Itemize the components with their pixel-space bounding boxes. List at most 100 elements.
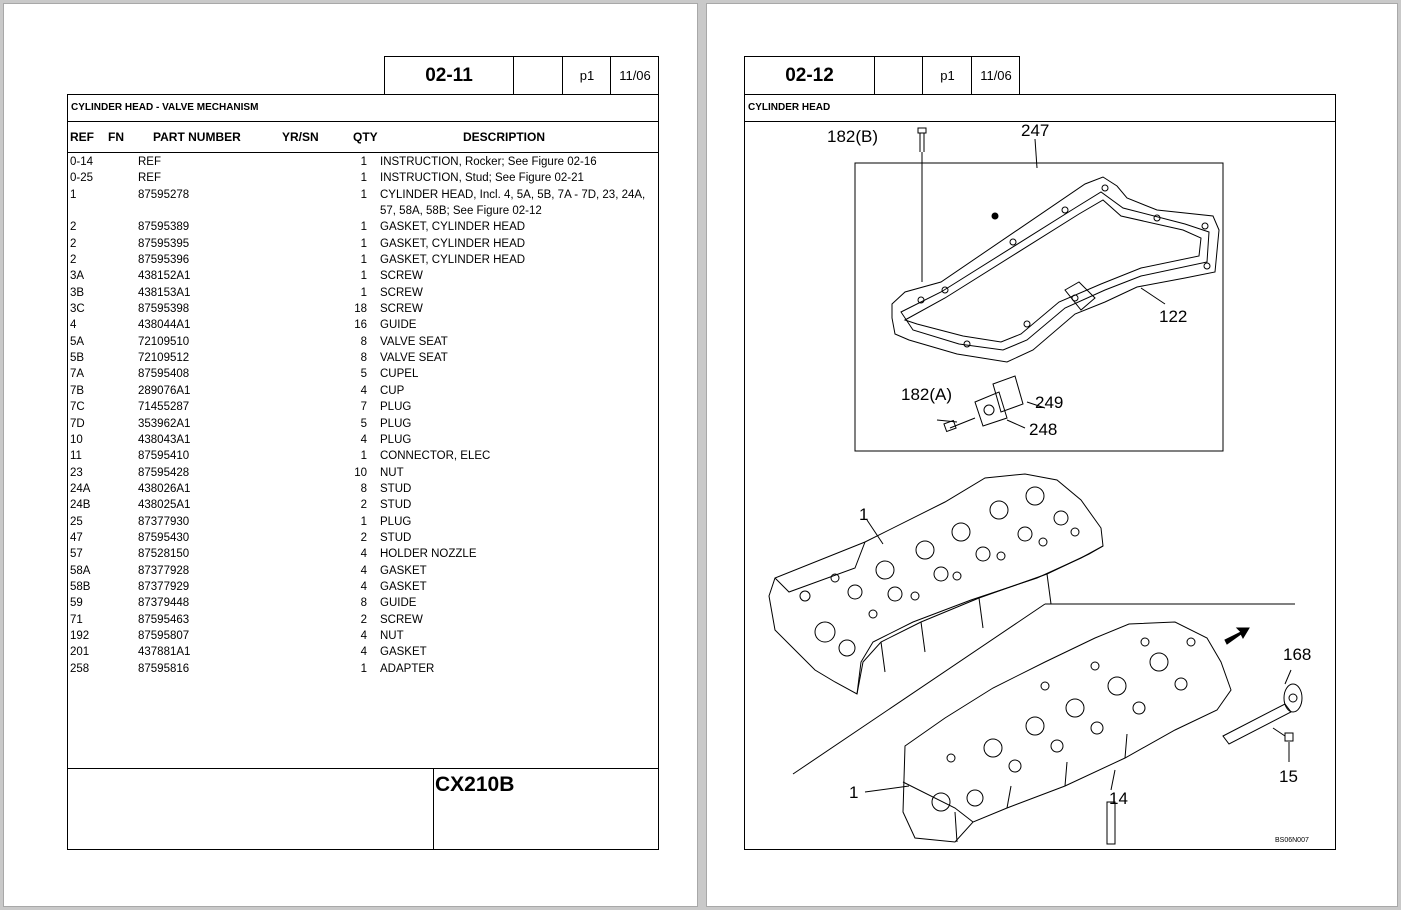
page-label: p1 — [562, 57, 611, 94]
cell-description: SCREW — [380, 303, 423, 316]
cell-description: CYLINDER HEAD, Incl. 4, 5A, 5B, 7A - 7D,… — [380, 188, 646, 201]
cell-ref: 4 — [70, 319, 77, 332]
cell-description: GASKET — [380, 580, 427, 593]
cell-part-number: 87377929 — [138, 580, 190, 593]
parts-table: CYLINDER HEAD - VALVE MECHANISM REF FN P… — [67, 94, 659, 850]
cell-part-number: 87595398 — [138, 303, 190, 316]
marker-dot — [991, 212, 999, 220]
cylinder-head-lower — [902, 621, 1232, 843]
cell-description: INSTRUCTION, Rocker; See Figure 02-16 — [380, 156, 597, 168]
cell-ref: 2 — [70, 221, 77, 234]
sensor-assembly — [943, 375, 1024, 433]
cell-qty: 1 — [360, 221, 367, 234]
cell-ref: 7B — [70, 384, 85, 397]
cell-ref: 24A — [70, 482, 91, 495]
cell-ref: 3A — [70, 270, 85, 283]
cell-ref: 7C — [70, 401, 85, 414]
cell-description: STUD — [380, 482, 412, 495]
gasket-inset-frame — [854, 162, 1224, 452]
cell-part-number: 87595408 — [138, 368, 190, 381]
cell-ref: 2 — [70, 254, 77, 267]
callout-1-top: 1 — [859, 505, 868, 524]
cell-qty: 2 — [360, 531, 367, 544]
cell-description: GASKET — [380, 646, 427, 659]
blank-cell — [513, 57, 563, 94]
cell-description: GUIDE — [380, 319, 417, 332]
cell-part-number: 87377930 — [138, 515, 190, 528]
cell-ref: 7A — [70, 368, 85, 381]
cell-qty: 1 — [360, 286, 367, 299]
cell-part-number: 87595428 — [138, 466, 190, 479]
cell-part-number: 438044A1 — [138, 319, 191, 332]
cell-qty: 1 — [360, 270, 367, 283]
col-qty: QTY — [353, 130, 378, 144]
date-label: 11/06 — [971, 57, 1020, 94]
cell-description: SCREW — [380, 613, 423, 626]
section-title: CYLINDER HEAD - VALVE MECHANISM — [71, 102, 259, 113]
cell-ref: 23 — [70, 466, 83, 479]
callout-182b: 182(B) — [827, 127, 878, 146]
cell-qty: 1 — [360, 188, 367, 201]
cell-description: ADAPTER — [380, 662, 435, 675]
cell-ref: 0-25 — [70, 172, 94, 185]
cell-description: VALVE SEAT — [380, 352, 448, 365]
cell-description: PLUG — [380, 515, 412, 528]
model-name: CX210B — [435, 773, 515, 796]
cell-part-number: 87595389 — [138, 221, 190, 234]
cell-qty: 4 — [360, 384, 367, 397]
cell-description: INSTRUCTION, Stud; See Figure 02-21 — [380, 172, 584, 185]
cell-description: SCREW — [380, 286, 423, 299]
cell-part-number: 72109510 — [138, 335, 190, 348]
cell-qty: 1 — [360, 156, 367, 168]
cell-ref: 25 — [70, 515, 83, 528]
cell-qty: 2 — [360, 613, 367, 626]
cell-qty: 8 — [360, 597, 367, 610]
callout-182a: 182(A) — [901, 385, 952, 404]
page-label: p1 — [922, 57, 972, 94]
cell-ref: 10 — [70, 433, 83, 446]
cell-part-number: 87377928 — [138, 564, 190, 577]
cell-part-number: 87379448 — [138, 597, 190, 610]
callout-122: 122 — [1159, 307, 1187, 326]
callout-14: 14 — [1109, 789, 1128, 808]
cell-part-number: 87595278 — [138, 188, 190, 201]
cell-part-number: 438026A1 — [138, 482, 191, 495]
cell-ref: 0-14 — [70, 156, 94, 168]
table-row: 57, 58A, 58B; See Figure 02-12 — [68, 205, 658, 221]
cell-qty: 16 — [354, 319, 367, 332]
front-arrow-icon — [1224, 627, 1250, 645]
cell-description: GASKET, CYLINDER HEAD — [380, 254, 526, 267]
figure-header: 02-12 p1 11/06 — [744, 56, 1020, 95]
cell-part-number: 87595816 — [138, 662, 190, 675]
callout-1-bottom: 1 — [849, 783, 858, 802]
col-yr-sn: YR/SN — [282, 130, 319, 144]
cell-qty: 1 — [360, 237, 367, 250]
cell-qty: 4 — [360, 629, 367, 642]
callout-249: 249 — [1035, 393, 1063, 412]
cell-ref: 5A — [70, 335, 85, 348]
cell-ref: 11 — [70, 450, 82, 463]
cell-qty: 7 — [360, 401, 367, 414]
cell-description: SCREW — [380, 270, 423, 283]
figure-number: 02-11 — [425, 64, 473, 86]
cell-qty: 4 — [360, 548, 367, 561]
cell-part-number: 438153A1 — [138, 286, 191, 299]
cell-qty: 1 — [360, 662, 367, 675]
cell-part-number: 87528150 — [138, 548, 190, 561]
cell-ref: 201 — [70, 646, 90, 659]
gasket-outline — [891, 176, 1220, 363]
cell-part-number: 71455287 — [138, 401, 190, 414]
